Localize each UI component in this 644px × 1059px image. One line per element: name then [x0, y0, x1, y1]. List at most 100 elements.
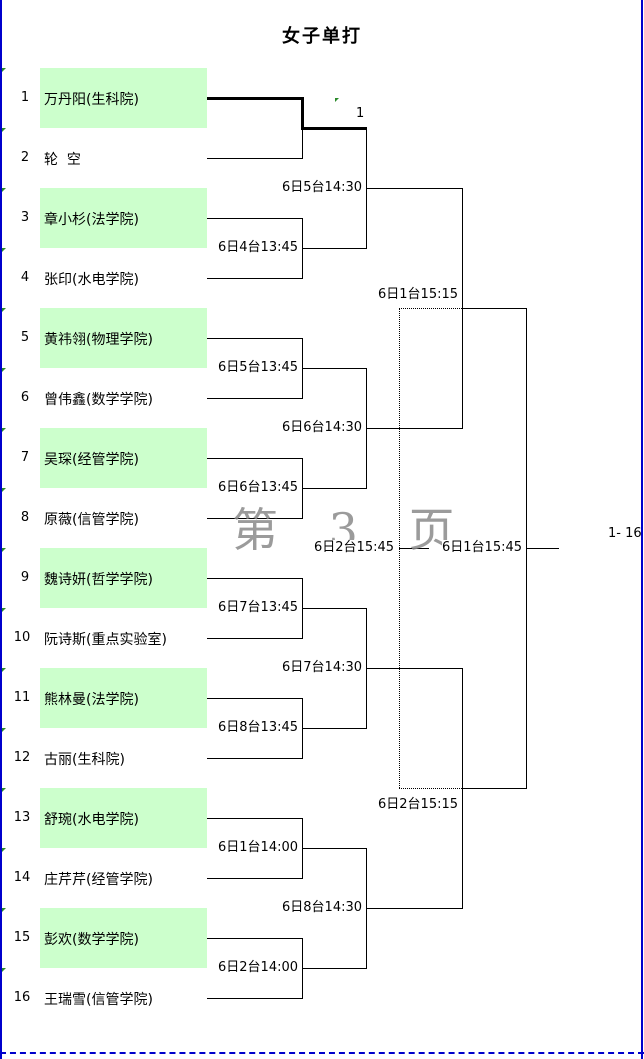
player-name: 阮诗斯(重点实验室) — [44, 632, 167, 648]
bracket-line — [302, 848, 367, 849]
bracket-line — [207, 458, 303, 459]
match-time: 6日2台15:15 — [378, 797, 459, 812]
cell-marker — [2, 428, 6, 432]
seed-number: 10 — [13, 630, 31, 645]
seed-number: 5 — [20, 330, 30, 345]
bracket-line — [302, 608, 367, 609]
bracket-line — [462, 308, 527, 309]
player-name: 章小杉(法学院) — [44, 212, 139, 228]
seed-number: 1 — [20, 90, 30, 105]
match-time: 6日5台14:30 — [282, 180, 363, 195]
player-name: 黄祎翎(物理学院) — [44, 332, 153, 348]
bracket-line-dotted — [399, 788, 462, 789]
player-box — [40, 428, 207, 488]
player-name: 万丹阳(生科院) — [44, 92, 139, 108]
bracket-line — [207, 278, 303, 279]
player-name: 原薇(信管学院) — [44, 512, 139, 528]
player-name: 轮 空 — [44, 152, 81, 168]
player-box — [40, 788, 207, 848]
player-name: 庄芹芹(经管学院) — [44, 872, 153, 888]
bracket-line — [207, 878, 303, 879]
bracket-line — [207, 638, 303, 639]
player-box — [40, 668, 207, 728]
bracket-line — [207, 938, 303, 939]
cell-marker — [2, 488, 6, 492]
range-label: 1- 16 — [608, 526, 642, 541]
bracket-line — [302, 728, 367, 729]
cell-marker — [2, 188, 6, 192]
cell-marker — [2, 248, 6, 252]
player-box — [40, 308, 207, 368]
match-time: 6日2台15:45 — [314, 540, 395, 555]
player-name: 曾伟鑫(数学学院) — [44, 392, 153, 408]
match-time: 6日1台14:00 — [218, 840, 299, 855]
match-time: 6日4台13:45 — [218, 240, 299, 255]
bracket-line — [302, 368, 367, 369]
bracket-line — [526, 548, 559, 549]
match-time: 6日5台13:45 — [218, 360, 299, 375]
bracket-line — [207, 97, 303, 100]
match-result: 1 — [356, 106, 365, 121]
bracket-line — [302, 488, 367, 489]
seed-number: 8 — [20, 510, 30, 525]
match-time: 6日1台15:15 — [378, 287, 459, 302]
player-name: 彭欢(数学学院) — [44, 932, 139, 948]
bracket-line — [207, 818, 303, 819]
cell-marker — [2, 608, 6, 612]
bracket-line — [207, 338, 303, 339]
bracket-line — [302, 128, 303, 158]
seed-number: 14 — [13, 870, 31, 885]
page-right-border — [641, 0, 643, 1059]
seed-number: 4 — [20, 270, 30, 285]
bracket-line — [207, 698, 303, 699]
seed-number: 11 — [13, 690, 31, 705]
bracket-line — [207, 398, 303, 399]
bracket-line — [301, 97, 304, 129]
player-name: 古丽(生科院) — [44, 752, 125, 768]
cell-marker — [2, 788, 6, 792]
seed-number: 3 — [20, 210, 30, 225]
match-time: 6日8台13:45 — [218, 720, 299, 735]
player-box — [40, 68, 207, 128]
cell-marker — [2, 548, 6, 552]
player-box — [40, 548, 207, 608]
seed-number: 13 — [13, 810, 31, 825]
seed-number: 2 — [20, 150, 30, 165]
bracket-line — [399, 548, 429, 549]
bracket-line — [302, 968, 367, 969]
match-time: 6日7台13:45 — [218, 600, 299, 615]
seed-number: 16 — [13, 990, 31, 1005]
bracket-line — [207, 518, 303, 519]
bracket-line — [366, 908, 463, 909]
cell-marker — [2, 968, 6, 972]
player-name: 熊林曼(法学院) — [44, 692, 139, 708]
player-name: 王瑞雪(信管学院) — [44, 992, 153, 1008]
cell-marker — [2, 728, 6, 732]
cell-marker — [2, 848, 6, 852]
player-name: 舒琬(水电学院) — [44, 812, 139, 828]
bracket-line — [302, 248, 367, 249]
seed-number: 9 — [20, 570, 30, 585]
bracket-line-dotted — [399, 308, 462, 309]
player-name: 吴琛(经管学院) — [44, 452, 139, 468]
seed-number: 7 — [20, 450, 30, 465]
match-time: 6日6台13:45 — [218, 480, 299, 495]
cell-marker — [2, 368, 6, 372]
cell-marker — [2, 908, 6, 912]
bracket-line — [207, 578, 303, 579]
match-time: 6日7台14:30 — [282, 660, 363, 675]
page-left-border — [0, 0, 2, 1059]
match-time: 6日1台15:45 — [442, 540, 523, 555]
bracket-line — [207, 758, 303, 759]
match-time: 6日8台14:30 — [282, 900, 363, 915]
bracket-line — [207, 158, 303, 159]
cell-marker — [2, 668, 6, 672]
match-time: 6日6台14:30 — [282, 420, 363, 435]
bracket-line — [366, 188, 463, 189]
match-time: 6日2台14:00 — [218, 960, 299, 975]
bracket-line — [207, 218, 303, 219]
page-title: 女子单打 — [282, 26, 362, 47]
cell-marker — [335, 98, 339, 102]
page-break-line — [0, 1052, 644, 1054]
